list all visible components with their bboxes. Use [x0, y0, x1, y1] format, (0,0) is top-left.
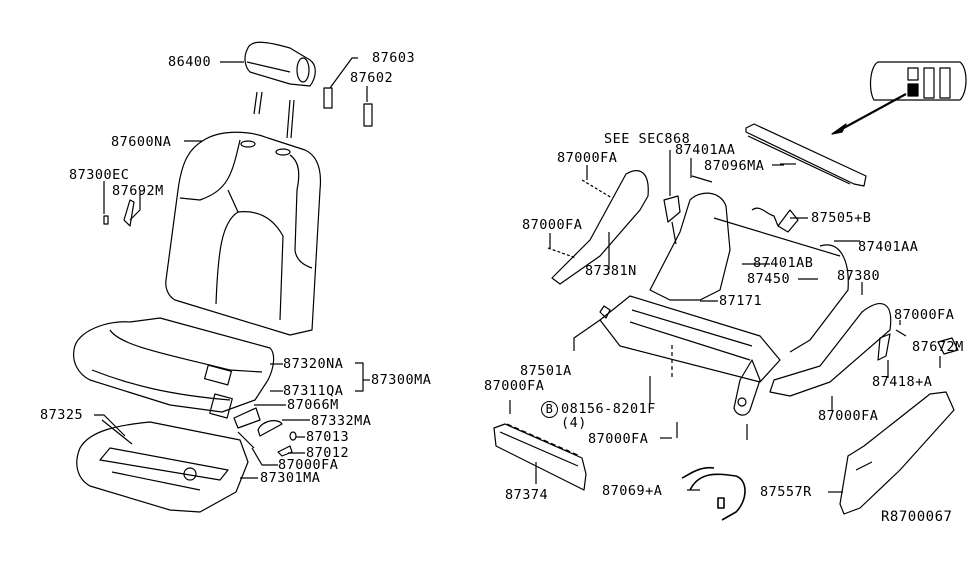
seat-cushion-drawing — [73, 317, 275, 419]
diagram-reference-code: R8700067 — [881, 509, 953, 525]
label-knob-a: 87013 — [306, 429, 350, 445]
label-back-trim: 87600NA — [111, 134, 172, 150]
label-headrest-guide-a: 87603 — [372, 50, 416, 66]
inner-finisher-drawing — [551, 150, 681, 285]
headrest-guides — [323, 57, 373, 127]
label-cushion-assembly: 87300MA — [371, 372, 432, 388]
label-spring: 87505+B — [811, 210, 872, 226]
label-outer-finisher: 87380 — [837, 268, 881, 284]
label-screw-r3: 87000FA — [894, 307, 955, 323]
label-bolt-quantity: (4) — [561, 415, 587, 431]
label-bolt-aa-top: 87401AA — [675, 142, 736, 158]
label-lever-knob: 87692M — [112, 183, 164, 199]
label-cap: 87501A — [520, 363, 572, 379]
label-knob-b: 87012 — [306, 445, 350, 461]
vehicle-locator-icon — [831, 61, 967, 135]
label-bolt-ab: 87401AB — [753, 255, 814, 271]
label-bolt-aa-right: 87401AA — [858, 239, 919, 255]
label-screw-r5: 87000FA — [818, 408, 879, 424]
leader-lines-right — [549, 158, 941, 493]
label-motor: 87171 — [719, 293, 763, 309]
label-screw-left: 87000FA — [278, 457, 339, 473]
label-screw-r2: 87000FA — [522, 217, 583, 233]
label-headrest-guide-b: 87602 — [350, 70, 394, 86]
label-rear-cover: 87557R — [760, 484, 812, 500]
harness-drawing — [681, 466, 746, 521]
label-knob-cover: 87332MA — [311, 413, 372, 429]
bolt-callout-circle: B — [541, 401, 558, 418]
label-cushion-frame-back: 87325 — [40, 407, 84, 423]
label-lever: 87418+A — [872, 374, 933, 390]
label-bar: 87096MA — [704, 158, 765, 174]
label-screw-r4: 87000FA — [484, 378, 545, 394]
label-screw-r6: 87000FA — [588, 431, 649, 447]
label-side-knob: 87672M — [912, 339, 964, 355]
label-screw-r1: 87000FA — [557, 150, 618, 166]
screws — [509, 175, 907, 440]
leader-lines-left — [94, 61, 370, 479]
front-finisher-drawing — [493, 423, 587, 491]
rear-cover-drawing — [839, 391, 955, 515]
label-switch-finisher: 87066M — [287, 397, 339, 413]
label-inner-finisher: 87381N — [585, 263, 637, 279]
seat-frame-drawing — [599, 192, 959, 416]
small-left-parts — [103, 199, 297, 457]
label-cushion-frame: 87301MA — [260, 470, 321, 486]
label-cushion-trim: 87320NA — [283, 356, 344, 372]
label-headrest: 86400 — [168, 54, 212, 70]
rail-bar-drawing — [745, 123, 867, 187]
label-recliner: 87450 — [747, 271, 791, 287]
spring-drawing — [751, 207, 808, 233]
bolt-part-number: 08156-8201F — [561, 401, 656, 417]
label-see-section: SEE SEC868 — [604, 131, 691, 147]
seat-back-drawing — [165, 131, 322, 336]
cushion-frame-drawing — [76, 419, 249, 513]
label-clip: 87300EC — [69, 167, 130, 183]
headrest-drawing — [244, 41, 316, 139]
label-cushion-pad: 87311QA — [283, 383, 344, 399]
label-harness: 87069+A — [602, 483, 663, 499]
label-front-finisher: 87374 — [505, 487, 549, 503]
